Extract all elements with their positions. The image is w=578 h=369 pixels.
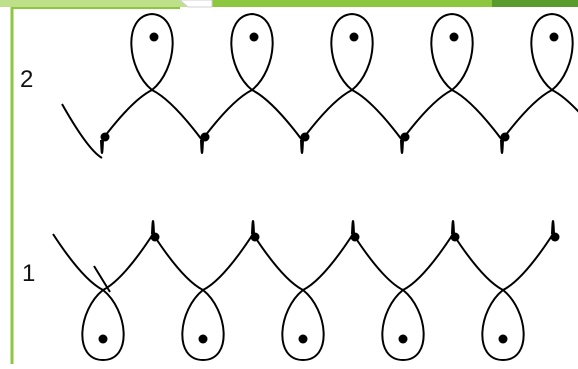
stitch-peak: [252, 221, 254, 234]
loop-dot: [350, 33, 359, 42]
title-bar-decoration: [0, 0, 578, 7]
stitch-valley: [301, 140, 303, 153]
stitch-valley: [501, 140, 503, 153]
loop-dot: [550, 33, 559, 42]
stitch-loop: [302, 14, 402, 140]
peak-dot: [251, 233, 260, 242]
stitch-valley: [101, 140, 103, 153]
valley-dot: [401, 133, 410, 142]
peak-dot: [451, 233, 460, 242]
valley-dot: [201, 133, 210, 142]
peak-dot: [551, 233, 560, 242]
stitch-valley: [201, 140, 203, 153]
stitch-loop: [502, 14, 578, 140]
row-label-1: 1: [22, 262, 35, 286]
valley-dot: [101, 133, 110, 142]
title-bar-dark: [492, 0, 578, 7]
stitch-tail: [62, 104, 102, 158]
valley-dot: [301, 133, 310, 142]
stitch-peak: [352, 221, 354, 234]
valley-dot: [501, 133, 510, 142]
loop-dot: [299, 335, 308, 344]
stitch-valley: [401, 140, 403, 153]
stitch-tail: [94, 266, 110, 292]
loop-dot: [150, 33, 159, 42]
stitch-peak: [452, 221, 454, 234]
stitch-peak: [552, 221, 554, 234]
stitch-peak: [152, 221, 154, 234]
stitch-loop: [402, 14, 502, 140]
peak-dot: [151, 233, 160, 242]
loop-dot: [499, 335, 508, 344]
row-label-2: 2: [20, 68, 33, 92]
stitch-loop: [102, 14, 202, 140]
loop-dot: [399, 335, 408, 344]
stitch-row-2: [62, 14, 578, 158]
peak-dot: [351, 233, 360, 242]
stitch-row-1: [53, 221, 560, 360]
loop-dot: [199, 335, 208, 344]
stitch-loop: [202, 14, 302, 140]
title-bar-band: [212, 0, 492, 7]
loop-dot: [250, 33, 259, 42]
loop-dot: [450, 33, 459, 42]
loop-dot: [99, 335, 108, 344]
